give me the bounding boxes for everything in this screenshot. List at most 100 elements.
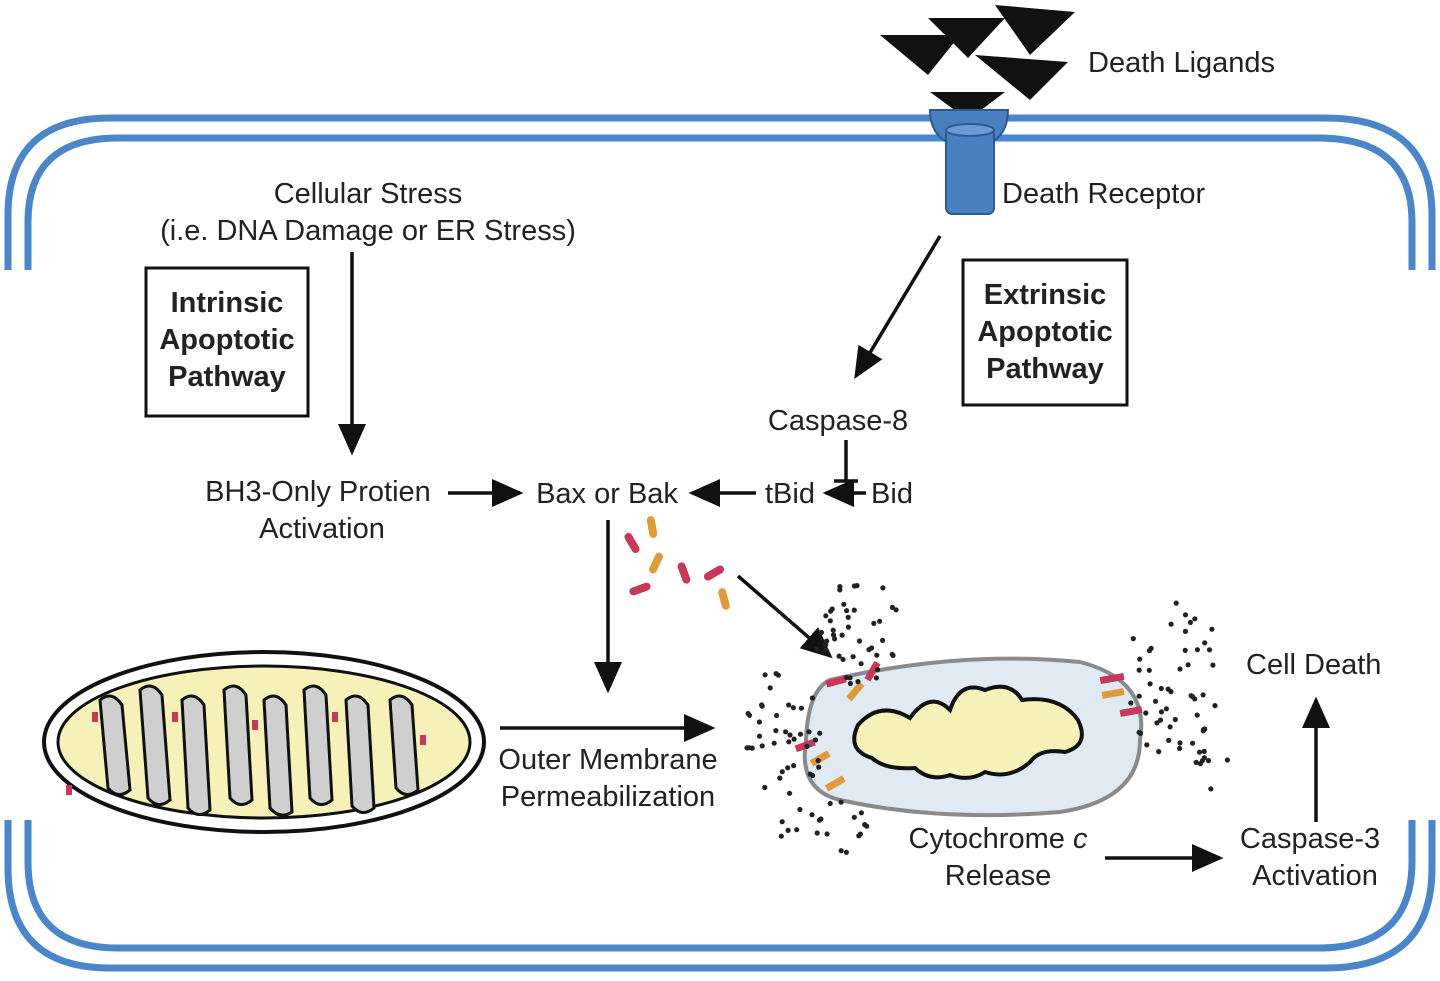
cytochrome-dot	[1196, 749, 1203, 755]
cytochrome-dot	[818, 629, 825, 636]
cytochrome-dot	[845, 624, 852, 630]
caspase8-label: Caspase-8	[768, 405, 908, 437]
cytochrome-dot	[1173, 600, 1179, 606]
cytochrome-dot	[855, 679, 861, 685]
cytochrome-dot	[773, 728, 779, 734]
cytochrome-dot	[774, 712, 780, 719]
cytochrome-dot	[847, 680, 854, 687]
cytochrome-dot	[1201, 748, 1207, 755]
tbid-label: tBid	[765, 478, 815, 510]
cytochrome-dot	[791, 763, 797, 769]
arrow-bax-to-pore	[736, 574, 833, 659]
cytochrome-dot	[1157, 717, 1164, 723]
cytochrome-dot	[809, 812, 815, 818]
cytochrome-dot	[1136, 667, 1142, 673]
cytochrome-dot	[823, 613, 829, 619]
cytochrome-dot	[851, 814, 857, 820]
cytochrome-dot	[791, 736, 797, 742]
cytochrome-dot	[815, 758, 821, 764]
cytochrome-dot	[1146, 667, 1152, 673]
cytochrome-dot	[1193, 759, 1199, 766]
cytochrome-dot	[1212, 703, 1218, 709]
cytochrome-dot	[1185, 662, 1191, 668]
pathway-arrows	[338, 235, 1330, 872]
intrinsic-line-3: Pathway	[168, 361, 286, 393]
cytochrome-dot	[874, 652, 880, 658]
cytochrome-dot	[889, 604, 896, 611]
cytochrome-dot	[824, 638, 830, 644]
cytochrome-dot	[844, 608, 850, 614]
bh3-label: BH3-Only Protien	[205, 476, 431, 508]
cytochrome-dot	[1156, 749, 1162, 755]
cytochrome-dot	[1148, 645, 1154, 651]
intrinsic-line-1: Intrinsic	[171, 287, 284, 319]
cytochrome-dot	[830, 627, 836, 633]
cytochrome-dot	[814, 646, 820, 652]
cytochrome-dot	[1187, 619, 1193, 626]
cytochrome-dot	[745, 710, 751, 717]
caspase3-activation-label: Activation	[1252, 860, 1378, 892]
cytochrome-release-label: Release	[945, 860, 1051, 892]
cytochrome-dot	[1158, 709, 1165, 715]
cytochrome-dot	[843, 849, 850, 855]
cytochrome-dot	[1130, 636, 1136, 642]
cytochrome-c-particles	[744, 583, 1230, 855]
cytochrome-dot	[858, 661, 864, 667]
cytochrome-dot	[814, 830, 820, 836]
cytochrome-dot	[824, 831, 830, 837]
cytochrome-dot	[827, 800, 833, 807]
cytochrome-dot	[1147, 681, 1153, 687]
cytochrome-dot	[771, 740, 777, 746]
cytochrome-dot	[790, 705, 797, 711]
cytochrome-dot	[816, 764, 822, 770]
cytochrome-dot	[862, 822, 868, 828]
cytochrome-dot	[829, 606, 835, 612]
cytochrome-dot	[1168, 621, 1174, 627]
cytochrome-dot	[837, 584, 843, 590]
cytochrome-dot	[785, 827, 791, 834]
cytochrome-dot	[890, 652, 896, 659]
cytochrome-dot	[777, 775, 783, 781]
cytochrome-dot	[756, 733, 763, 739]
cytochrome-dot	[857, 831, 864, 837]
cytochrome-dot	[1182, 647, 1188, 654]
cytochrome-dot	[1143, 710, 1149, 716]
cytochrome-dot	[762, 784, 768, 791]
cytochrome-dot	[786, 702, 792, 708]
arrow-receptor-to-caspase8	[854, 235, 942, 380]
cytochrome-dot	[827, 618, 833, 624]
cytochrome-dot	[851, 607, 857, 613]
cytochrome-dot	[1192, 616, 1198, 622]
cytochrome-dot	[823, 647, 829, 653]
cytochrome-dot	[866, 647, 872, 653]
cytochrome-dot	[778, 833, 784, 839]
bax-bak-label: Bax or Bak	[536, 478, 678, 510]
cytochrome-dot	[877, 618, 883, 624]
cytochrome-dot	[759, 743, 765, 749]
cytochrome-dot	[841, 601, 847, 607]
cytochrome-dot	[767, 685, 773, 691]
cytochrome-dot	[1137, 656, 1143, 662]
permeabilized-mitochondrion-icon	[794, 656, 1144, 818]
intrinsic-line-2: Apoptotic	[159, 324, 294, 356]
extrinsic-line-1: Extrinsic	[984, 279, 1107, 311]
cytochrome-dot	[858, 810, 865, 816]
outer-membrane-label: Outer Membrane	[498, 744, 717, 776]
cytochrome-dot	[839, 632, 845, 638]
cytochrome-label: Cytochrome c	[909, 823, 1088, 855]
cellular-stress-detail: (i.e. DNA Damage or ER Stress)	[160, 215, 576, 247]
cytochrome-dot	[1224, 757, 1230, 763]
cytochrome-dot	[1182, 612, 1189, 618]
cytochrome-dot	[787, 790, 793, 796]
cytochrome-dot	[830, 632, 837, 638]
cell-membrane	[4, 114, 1436, 972]
cytochrome-dot	[880, 637, 886, 644]
caspase3-label: Caspase-3	[1240, 823, 1380, 855]
cytochrome-dot	[1199, 758, 1205, 764]
cytochrome-dot	[786, 739, 792, 745]
cytochrome-dot	[783, 729, 789, 735]
cell-death-label: Cell Death	[1246, 649, 1381, 681]
cytochrome-dot	[1137, 730, 1144, 737]
cytochrome-dot	[873, 675, 880, 681]
